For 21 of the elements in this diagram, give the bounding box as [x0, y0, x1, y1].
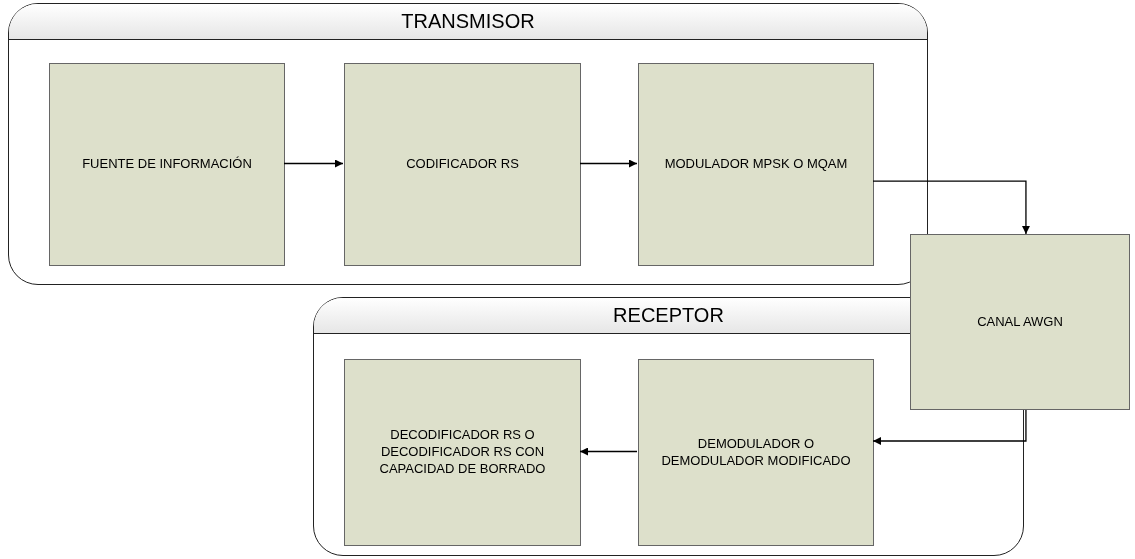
process-box: [49, 63, 285, 266]
group-title: RECEPTOR: [613, 304, 724, 327]
box-label: DEMODULADOR O DEMODULADOR MODIFICADO: [660, 435, 852, 470]
arrow: [579, 447, 638, 456]
process-box: [638, 359, 874, 546]
process-box: [344, 63, 581, 266]
arrow: [579, 159, 638, 168]
arrow: [872, 409, 1027, 445]
process-box: [638, 63, 874, 266]
box-label: FUENTE DE INFORMACIÓN: [82, 156, 252, 173]
box-label: MODULADOR MPSK O MQAM: [664, 156, 848, 173]
box-label: DECODIFICADOR RS O DECODIFICADOR RS CON CAPACIDAD DE BORRADO: [378, 427, 547, 478]
group-title: TRANSMISOR: [401, 10, 535, 33]
group-container: [8, 3, 928, 285]
process-box: [344, 359, 581, 546]
box-label: CODIFICADOR RS: [406, 156, 519, 173]
group-container: [313, 297, 1024, 556]
arrow: [283, 159, 344, 168]
arrow: [872, 180, 1030, 235]
process-box: [910, 234, 1130, 410]
box-label: CANAL AWGN: [977, 313, 1063, 331]
